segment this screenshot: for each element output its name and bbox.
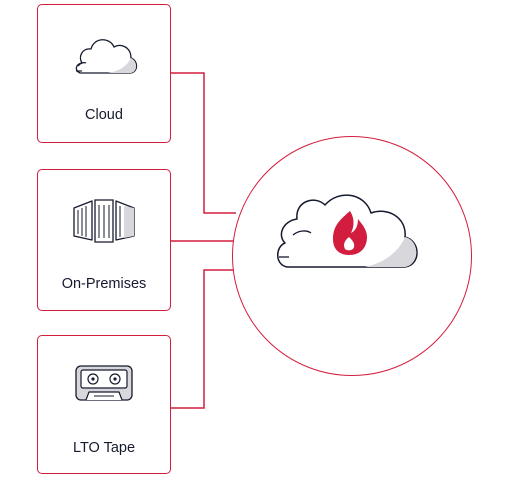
cloud-icon <box>75 39 138 74</box>
server-rack-icon <box>73 199 135 243</box>
source-on-premises-box: On-Premises <box>37 169 171 311</box>
source-lto-tape-box: LTO Tape <box>37 335 171 474</box>
connector-cloud <box>171 72 236 214</box>
backblaze-flame-cloud-icon <box>277 194 418 268</box>
source-label: LTO Tape <box>72 440 136 456</box>
source-cloud-box: Cloud <box>37 4 171 143</box>
source-label: Cloud <box>85 107 123 123</box>
source-label: On-Premises <box>61 276 147 292</box>
connector-lto-tape <box>171 269 236 409</box>
tape-cassette-icon <box>75 365 133 401</box>
backblaze-hub-circle <box>232 136 472 376</box>
